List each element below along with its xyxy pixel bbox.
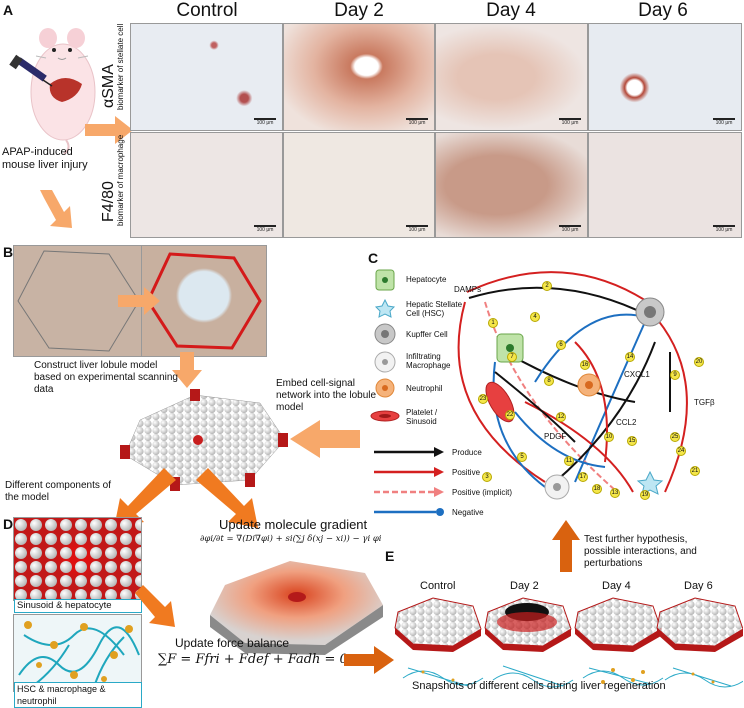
- gradient-title: Update molecule gradient: [219, 517, 368, 532]
- tag-9: 9: [670, 370, 680, 380]
- legend-hsc: Hepatic Stellate Cell (HSC): [406, 300, 463, 318]
- legend-icons: [370, 269, 400, 422]
- tag-4: 4: [530, 312, 540, 322]
- legend-platelet: Platelet / Sinusoid: [406, 408, 438, 426]
- legend-produce: Produce: [452, 448, 482, 457]
- panel-c-letter: C: [368, 250, 379, 266]
- column-header-day6: Day 6: [638, 0, 688, 21]
- split-arrows: [114, 468, 258, 528]
- gradient-block-3d: [210, 561, 383, 655]
- tag-20: 20: [694, 357, 704, 367]
- lobule-model-3d: [120, 389, 288, 491]
- arrow-up-to-c: [552, 520, 580, 572]
- micrograph-asma-day4: 100 μm: [435, 23, 588, 131]
- tag-10: 10: [604, 432, 614, 442]
- tag-6: 6: [556, 340, 566, 350]
- column-header-day4: Day 4: [486, 0, 536, 21]
- tag-25: 25: [670, 432, 680, 442]
- arrow-to-e: [344, 646, 394, 674]
- row-sub-asma: biomarker of stellate cell: [116, 23, 125, 110]
- construct-text: Construct liver lobule model based on ex…: [34, 360, 178, 395]
- force-equation: ∑F = Ffri + Fdef + Fadh = 0: [158, 652, 348, 667]
- tag-24: 24: [676, 446, 686, 456]
- node-pdgf: PDGF: [544, 432, 567, 441]
- tag-1: 1: [488, 318, 498, 328]
- tag-5: 5: [517, 452, 527, 462]
- tag-14: 14: [625, 352, 635, 362]
- arrow-down-to-b: [40, 190, 72, 228]
- column-header-control: Control: [176, 0, 238, 21]
- tag-11: 11: [564, 456, 574, 466]
- micrograph-f480-day4: 100 μm: [435, 132, 588, 238]
- node-ccl2: CCL2: [616, 418, 637, 427]
- node-cxcl1: CXCL1: [624, 370, 650, 379]
- tag-23: 23: [478, 394, 488, 404]
- tag-18: 18: [592, 484, 602, 494]
- column-header-day2: Day 2: [334, 0, 384, 21]
- tag-19: 19: [640, 490, 650, 500]
- tag-8: 8: [544, 376, 554, 386]
- tag-16: 16: [580, 360, 590, 370]
- arrow-scan-to-outline: [118, 287, 160, 315]
- tag-21: 21: [690, 466, 700, 476]
- snapshot-cells-bottom: [402, 665, 743, 688]
- e-column-day6: Day 6: [684, 580, 713, 592]
- hsc-macrophage-label: HSC & macrophage & neutrophil: [14, 682, 142, 708]
- panel-b-letter: B: [3, 244, 14, 260]
- panel-e-letter: E: [385, 548, 395, 564]
- components-text: Different components of the model: [5, 480, 111, 503]
- e-column-day2: Day 2: [510, 580, 539, 592]
- sinusoid-hepatocyte-render: [13, 517, 142, 601]
- tag-13: 13: [610, 488, 620, 498]
- e-column-day4: Day 4: [602, 580, 631, 592]
- embed-text: Embed cell-signal network into the lobul…: [276, 378, 377, 413]
- tag-22: 22: [505, 410, 515, 420]
- arrow-embed-network: [290, 420, 360, 458]
- tag-12: 12: [556, 412, 566, 422]
- legend-macrophage: Infiltrating Macrophage: [406, 352, 451, 370]
- legend-kupffer: Kupffer Cell: [406, 330, 448, 339]
- tag-7: 7: [507, 352, 517, 362]
- arrow-to-force: [135, 585, 175, 627]
- micrograph-asma-control: 100 μm: [130, 23, 283, 131]
- e-column-control: Control: [420, 580, 456, 592]
- force-title: Update force balance: [175, 636, 290, 650]
- legend-positive-implicit: Positive (implicit): [452, 488, 513, 497]
- mouse-caption: APAP-induced mouse liver injury: [2, 146, 88, 171]
- snapshot-caption: Snapshots of different cells during live…: [412, 680, 666, 692]
- legend-positive: Positive: [452, 468, 481, 477]
- panel-a-letter: A: [3, 2, 14, 18]
- arrow-to-micrographs: [85, 116, 133, 144]
- micrograph-f480-day2: 100 μm: [283, 132, 435, 238]
- gradient-equation: ∂φi/∂t = ∇(Di∇φi) + si(∑j δ(xj − xi)) − …: [200, 534, 382, 544]
- arrow-down-to-model: [172, 352, 202, 388]
- micrograph-f480-day6: 100 μm: [588, 132, 742, 238]
- tag-15: 15: [627, 436, 637, 446]
- legend-neutrophil: Neutrophil: [406, 384, 443, 393]
- micrograph-asma-day2: 100 μm: [283, 23, 435, 131]
- cell-signal-network: [457, 271, 688, 500]
- node-damps: DAMPs: [454, 285, 482, 294]
- test-hypothesis-text: Test further hypothesis, possible intera…: [584, 534, 697, 569]
- panel-d-letter: D: [3, 516, 14, 532]
- arrow-legend-glyphs: [374, 447, 444, 516]
- snapshot-lobules-top: [394, 597, 743, 652]
- mouse-illustration: [9, 28, 96, 154]
- hsc-macrophage-render: [13, 614, 142, 692]
- tag-3: 3: [482, 472, 492, 482]
- legend-hepatocyte: Hepatocyte: [406, 275, 447, 284]
- legend-negative: Negative: [452, 508, 484, 517]
- tag-17: 17: [578, 472, 588, 482]
- tag-2: 2: [542, 281, 552, 291]
- sinusoid-hepatocyte-label: Sinusoid & hepatocyte: [14, 599, 142, 613]
- node-tgfb: TGFβ: [694, 398, 715, 407]
- row-sub-f480: biomarker of macrophage: [116, 134, 125, 226]
- micrograph-f480-control: 100 μm: [130, 132, 283, 238]
- micrograph-asma-day6: 100 μm: [588, 23, 742, 131]
